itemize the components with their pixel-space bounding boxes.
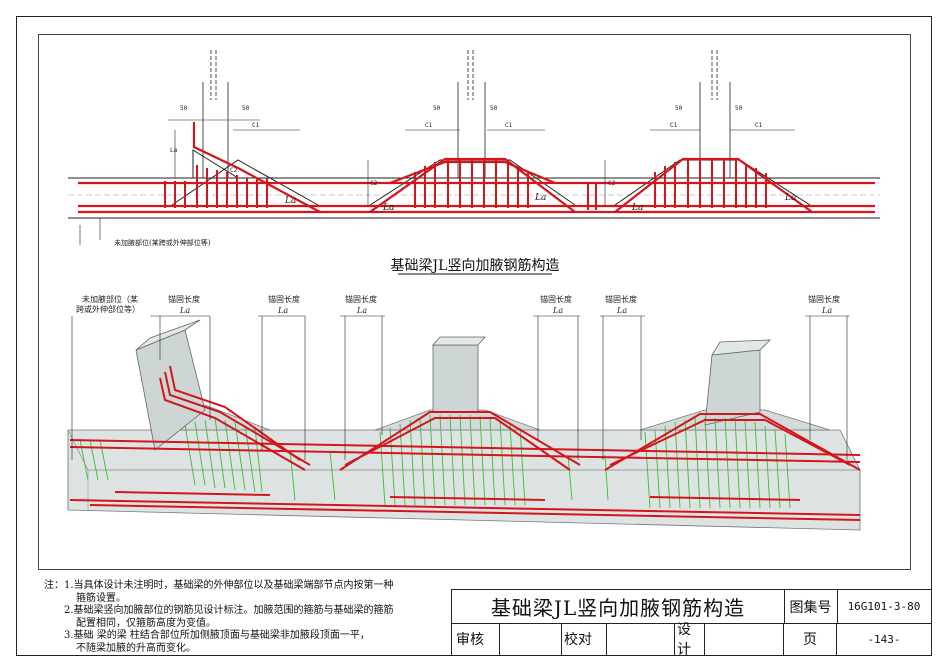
c1-label: C1 [505, 122, 513, 129]
note-3-line-1: 基础 梁的梁 柱结合部位所加侧腋顶面与基础梁非加腋段顶面一平， [73, 630, 370, 641]
review-signature [500, 623, 562, 655]
anchor-length-label: 锚固长度 [605, 294, 637, 304]
notes-prefix: 注： [44, 580, 64, 591]
atlas-number-value: 16G101-3-80 [847, 600, 921, 613]
column-3 [699, 82, 731, 178]
iso-la-label: La [821, 306, 832, 315]
c1-label: C1 [670, 122, 678, 129]
iso-la-label: La [616, 306, 627, 315]
notes-section: 注： 1.当具体设计未注明时，基础梁的外伸部位以及基础梁端部节点内按第一种 箍筋… [44, 580, 444, 655]
anchor-length-label: 锚固长度 [268, 294, 300, 304]
dim-50-label: 50 [433, 105, 441, 112]
unhaunched-note: 未加腋部位(某跨或外伸部位等) [114, 238, 211, 247]
atlas-number-label: 图集号 [784, 590, 838, 623]
iso-la-label: La [179, 306, 190, 315]
stirrups-iso [79, 414, 791, 509]
note-2-number: 2. [64, 605, 74, 616]
design-label: 设计 [675, 622, 705, 658]
dim-50-label: 50 [675, 105, 683, 112]
c2-label: C2 [608, 180, 616, 187]
dim-50-label: 50 [180, 105, 188, 112]
isometric-detail: 未加腋部位（某 跨或外伸部位等） 锚固长度 锚固长度 锚固长度 锚固长度 锚固长… [67, 294, 861, 531]
la-label: La [170, 147, 178, 154]
check-label: 校对 [562, 623, 607, 655]
iso-la-label: La [552, 306, 563, 315]
dim-50-label: 50 [490, 105, 498, 112]
note-2-line-1: 基础梁竖向加腋部位的钢筋见设计标注。加腋范围的箍筋与基础梁的箍筋 [73, 605, 394, 616]
anchor-length-label: 锚固长度 [540, 294, 572, 304]
c2-label: C2 [230, 167, 238, 174]
la-label: La [534, 193, 546, 203]
design-signature [705, 623, 784, 655]
dim-50-label: 50 [242, 105, 250, 112]
main-rebars [78, 122, 875, 214]
page-label: 页 [784, 623, 837, 655]
note-1-line-2: 箍筋设置。 [76, 592, 126, 604]
iso-unhaunched-label: 未加腋部位（某 [82, 294, 138, 304]
drawing-title: 基础梁JL竖向加腋钢筋构造 [452, 590, 785, 623]
review-label: 审核 [452, 623, 500, 655]
note-3-number: 3. [64, 630, 74, 641]
note-3-line-2: 不随梁加腋的升高而变化。 [76, 642, 196, 654]
iso-la-label: La [356, 306, 367, 315]
stirrups-2d [164, 160, 767, 210]
note-1-number: 1. [64, 580, 74, 591]
anchor-length-label: 锚固长度 [168, 294, 200, 304]
check-signature [607, 623, 675, 655]
column-1 [202, 82, 229, 178]
note-2-line-2: 配置相同，仅箍筋高度为变值。 [76, 617, 216, 629]
figure-caption: 基础梁JL竖向加腋钢筋构造 [391, 257, 560, 274]
anchor-length-label: 锚固长度 [808, 294, 840, 304]
la-label: La [784, 193, 796, 203]
title-block: 基础梁JL竖向加腋钢筋构造 图集号 16G101-3-80 审核 校对 设计 页… [451, 589, 932, 658]
dim-50-label: 50 [735, 105, 743, 112]
la-label: La [631, 203, 643, 213]
c2-label: C2 [370, 180, 378, 187]
column-iso-2 [432, 344, 479, 413]
c1-label: C1 [252, 122, 260, 129]
elevation-detail: 50 50 50 50 50 50 C1 C1 C1 C1 C1 La C2 C… [68, 50, 880, 247]
c1-label: C1 [425, 122, 433, 129]
iso-la-label: La [277, 306, 288, 315]
page-value: -143- [867, 632, 901, 646]
la-label: La [382, 203, 394, 213]
drawing-area [38, 34, 911, 570]
c1-label: C1 [755, 122, 763, 129]
rebars-iso [69, 365, 861, 521]
note-1-line-1: 当具体设计未注明时，基础梁的外伸部位以及基础梁端部节点内按第一种 [73, 580, 394, 591]
anchor-length-label: 锚固长度 [345, 294, 377, 304]
iso-unhaunched-label: 跨或外伸部位等） [76, 304, 140, 314]
la-label: La [284, 196, 296, 206]
